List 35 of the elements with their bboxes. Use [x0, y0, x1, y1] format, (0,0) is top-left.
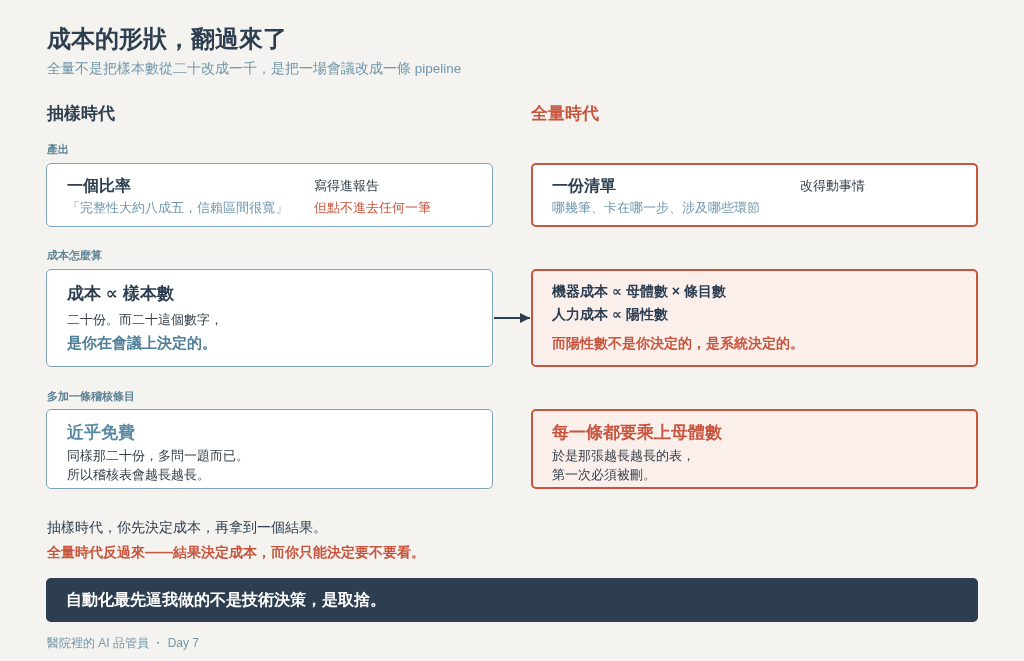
card-heading: 近乎免費 — [67, 422, 135, 444]
card-heading: 一份清單 — [552, 176, 616, 196]
comparison-card — [46, 163, 493, 227]
row-label: 多加一條稽核條目 — [47, 389, 135, 404]
card-heading: 每一條都要乘上母體數 — [552, 422, 722, 444]
conclusion-banner — [46, 578, 978, 622]
comparison-card — [531, 269, 978, 367]
card-text: 同樣那二十份，多問一題而已。所以稽核表會越長越長。 — [67, 447, 250, 484]
card-text: 是你在會議上決定的。 — [67, 333, 217, 353]
card-text: 二十份。而二十這個數字， — [67, 311, 223, 329]
card-text: 哪幾筆、卡在哪一步、涉及哪些環節 — [552, 199, 760, 217]
card-text: 「完整性大約八成五，信賴區間很寬」 — [67, 199, 288, 217]
footer-text: 醫院裡的 AI 品管員 ・ Day 7 — [47, 635, 200, 651]
comparison-card — [531, 163, 978, 227]
arrow — [493, 313, 531, 323]
card-text: 而陽性數不是你決定的，是系統決定的。 — [552, 334, 804, 353]
comparison-card — [46, 409, 493, 489]
card-heading: 成本 ∝ 樣本數 — [67, 283, 174, 305]
summary-text: 全量時代反過來——結果決定成本，而你只能決定要不要看。 — [47, 543, 425, 562]
card-text: 但點不進去任何一筆 — [314, 199, 431, 217]
page-title: 成本的形狀，翻過來了 — [47, 24, 287, 54]
subtitle: 全量不是把樣本數從二十改成一千，是把一場會議改成一條 pipeline — [47, 60, 462, 78]
comparison-card — [46, 269, 493, 367]
card-text: 寫得進報告 — [314, 177, 379, 195]
summary-text: 抽樣時代，你先決定成本，再拿到一個結果。 — [47, 518, 327, 537]
row-label: 成本怎麼算 — [47, 248, 102, 263]
banner-text: 自動化最先逼我做的不是技術決策，是取捨。 — [66, 590, 386, 610]
card-heading: 一個比率 — [67, 176, 131, 196]
card-heading: 機器成本 ∝ 母體數 × 條目數 — [552, 282, 726, 301]
comparison-card — [531, 409, 978, 489]
card-text: 於是那張越長越長的表，第一次必須被刪。 — [552, 447, 696, 484]
column-heading: 抽樣時代 — [47, 103, 115, 125]
column-heading: 全量時代 — [531, 103, 599, 125]
card-heading: 人力成本 ∝ 陽性數 — [552, 305, 668, 324]
card-text: 改得動事情 — [800, 177, 865, 195]
